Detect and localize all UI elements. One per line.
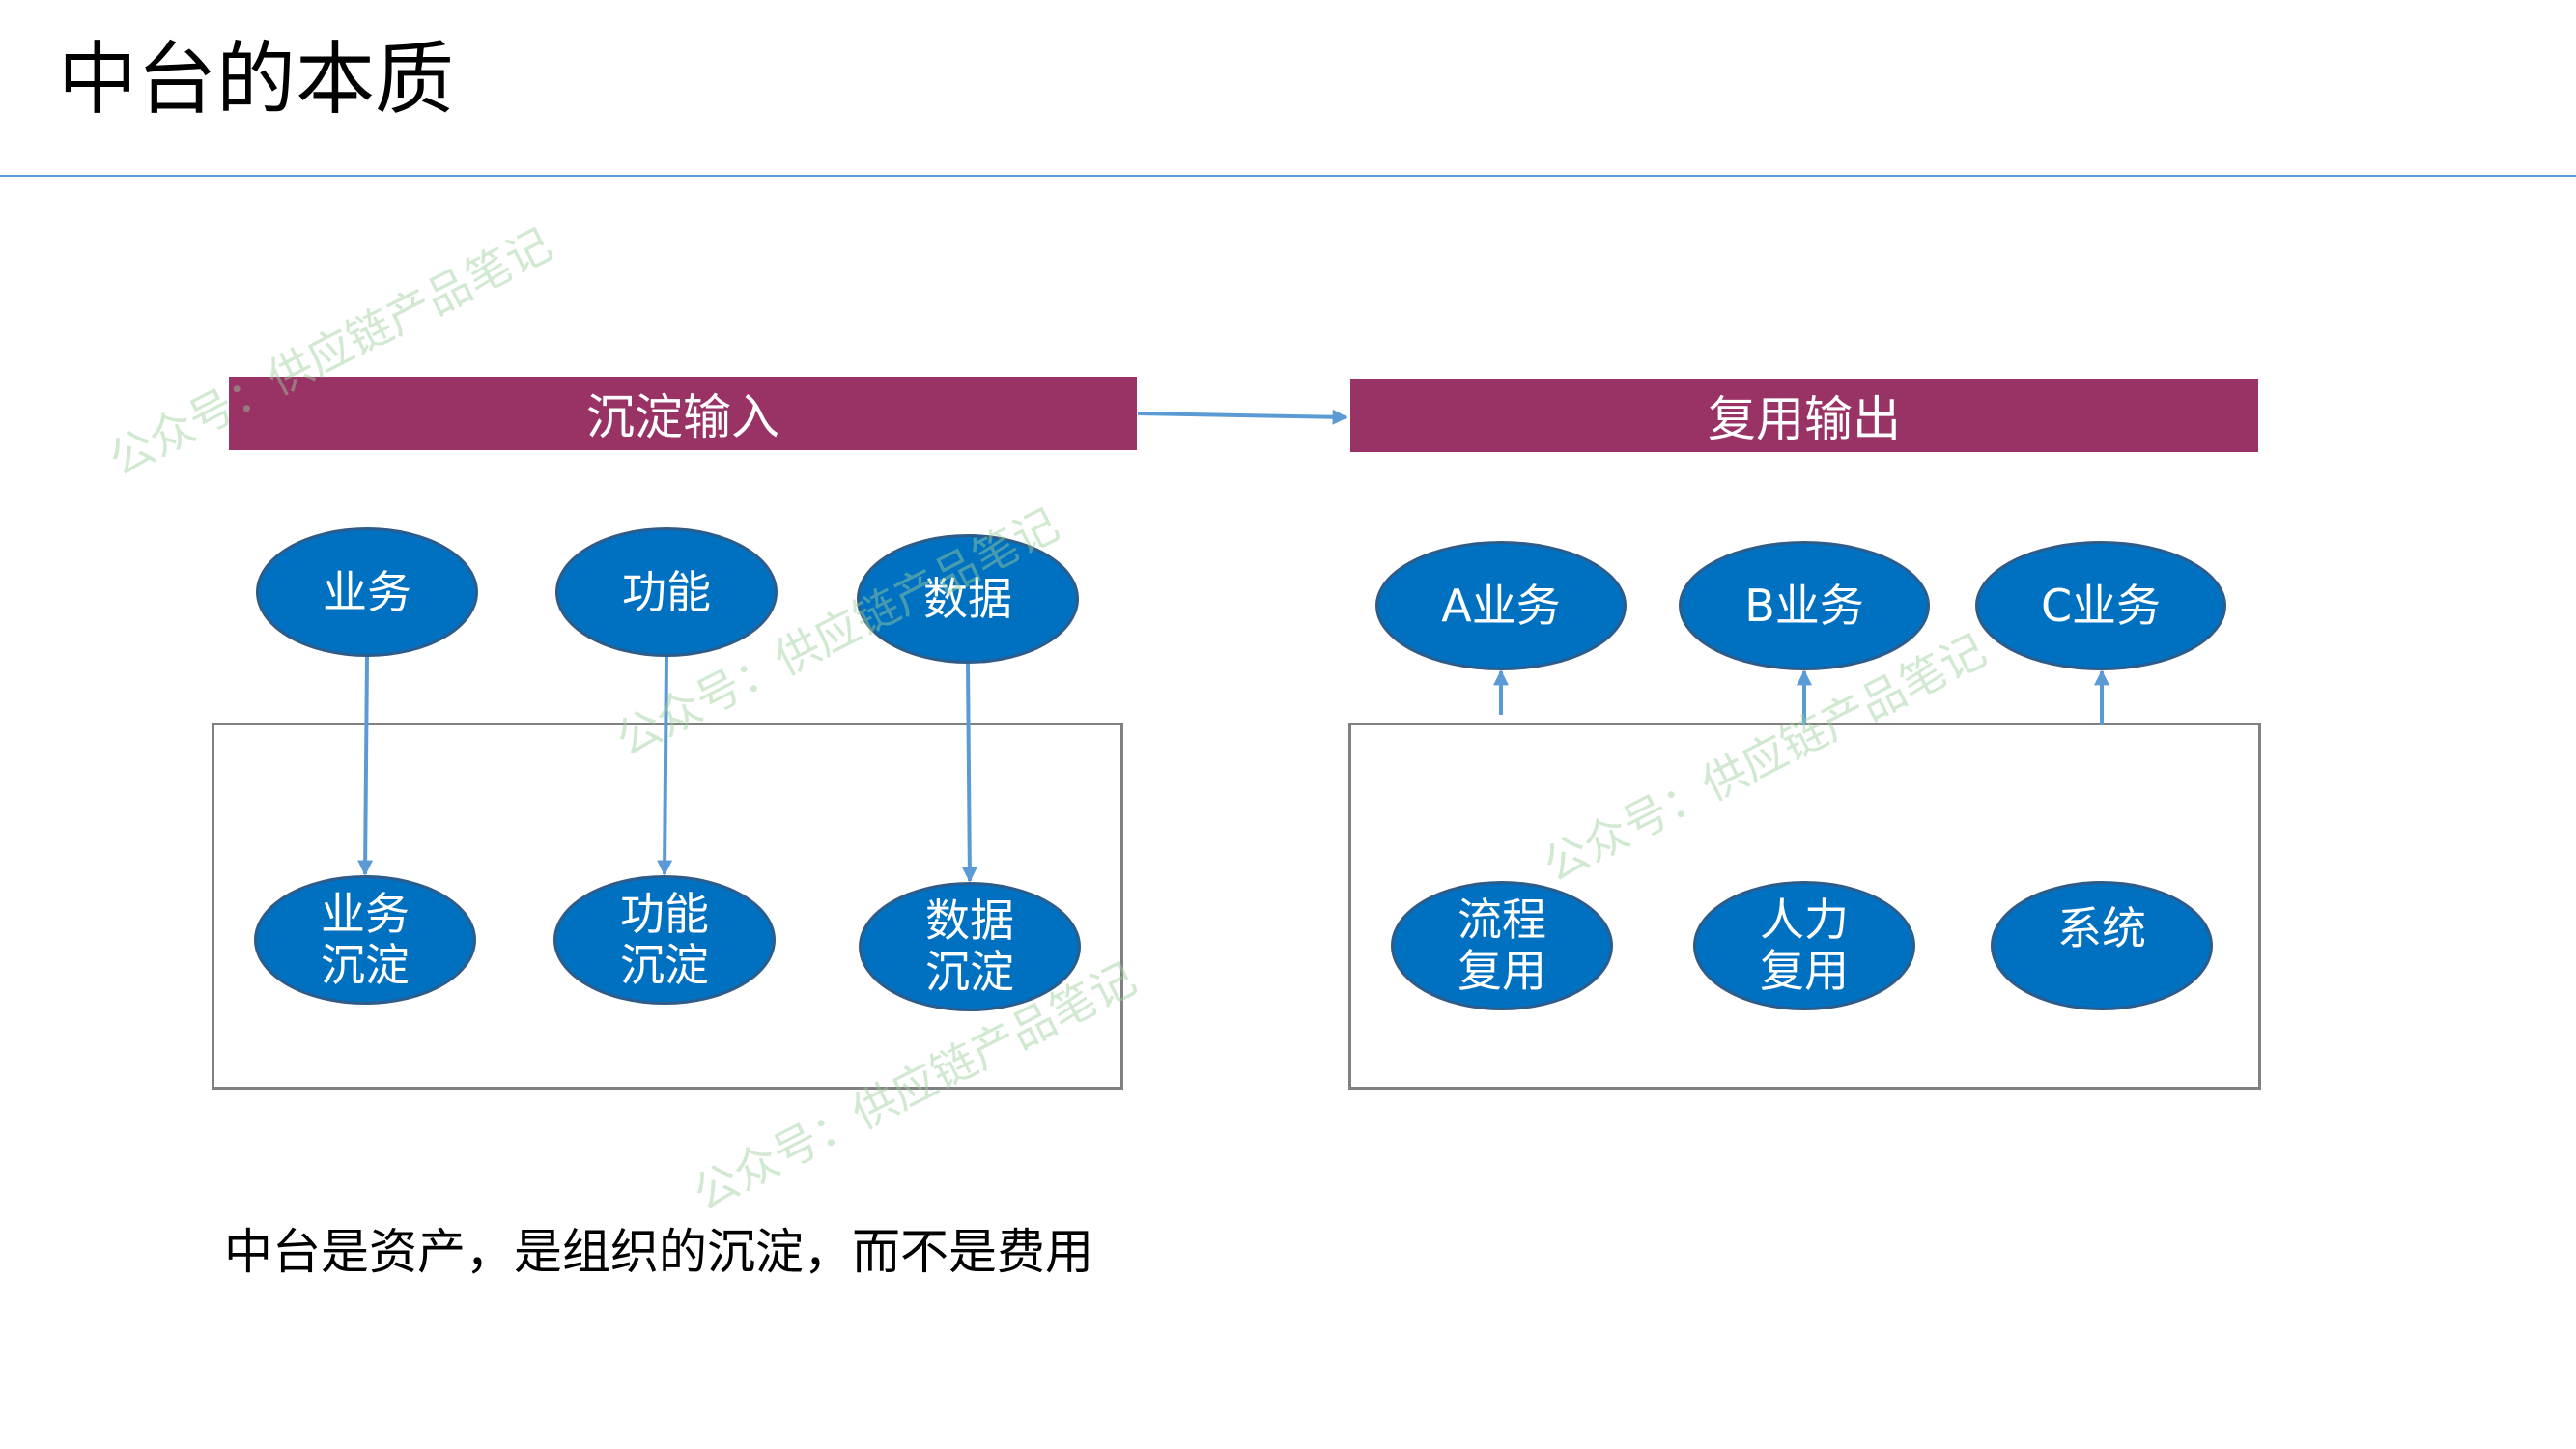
output-banner: 复用输出	[1350, 379, 2258, 452]
node-business: 业务	[256, 527, 478, 657]
title-divider	[0, 175, 2576, 177]
node-function-accumulation: 功能 沉淀	[553, 875, 776, 1005]
input-banner: 沉淀输入	[229, 377, 1137, 450]
footnote: 中台是资产，是组织的沉淀，而不是费用	[224, 1224, 1093, 1280]
node-system: 系统	[1991, 881, 2213, 1010]
node-data-accumulation: 数据 沉淀	[859, 882, 1081, 1011]
node-data: 数据	[857, 534, 1079, 664]
node-manpower-reuse: 人力 复用	[1693, 881, 1915, 1010]
node-process-reuse: 流程 复用	[1391, 881, 1613, 1010]
slide-title: 中台的本质	[58, 34, 455, 126]
node-business-accumulation: 业务 沉淀	[254, 875, 476, 1005]
banner-arrow	[1137, 409, 1348, 425]
node-business-b: B业务	[1679, 541, 1930, 670]
node-function: 功能	[555, 527, 778, 657]
node-business-c: C业务	[1975, 541, 2226, 670]
node-business-a: A业务	[1375, 541, 1627, 670]
